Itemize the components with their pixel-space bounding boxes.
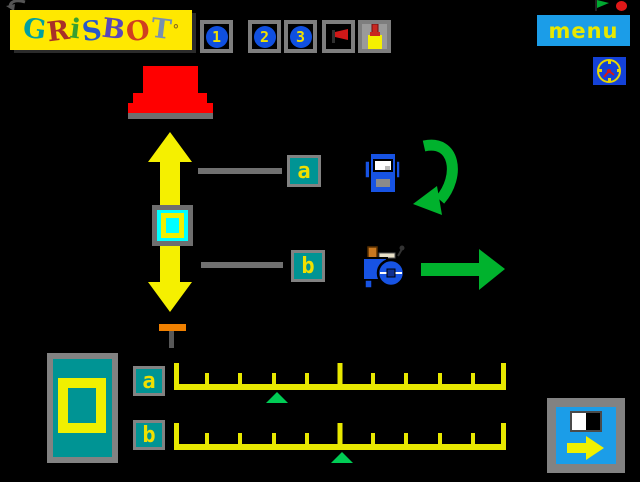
rotate-arrow-icon bbox=[413, 139, 458, 215]
black-square bbox=[586, 412, 600, 430]
program-slot-tile[interactable] bbox=[152, 205, 193, 246]
ruler-tick bbox=[174, 423, 179, 444]
row-a-tile[interactable]: a bbox=[133, 366, 165, 396]
ruler-a[interactable] bbox=[174, 362, 506, 406]
step-1-button[interactable]: 1 bbox=[200, 20, 233, 53]
red-flag-icon bbox=[331, 28, 348, 43]
green-flag-icon[interactable] bbox=[594, 0, 610, 11]
logo-letter: O bbox=[124, 14, 153, 48]
robot-side-icon bbox=[362, 245, 406, 289]
flag-button[interactable] bbox=[322, 20, 355, 53]
next-button[interactable] bbox=[547, 398, 625, 473]
ruler-tick bbox=[437, 433, 442, 444]
logo-mark: ° bbox=[172, 22, 180, 38]
logo-banner: GRiSBOT ° bbox=[10, 10, 192, 50]
row-b-tile[interactable]: b bbox=[133, 420, 165, 450]
ruler-tick bbox=[337, 363, 343, 384]
podium-step bbox=[128, 103, 213, 113]
step-2-button[interactable]: 2 bbox=[248, 20, 281, 53]
robot-front-icon bbox=[364, 152, 401, 194]
program-block-tile[interactable] bbox=[47, 353, 118, 463]
step-1-label: 1 bbox=[205, 25, 228, 48]
square-glyph bbox=[161, 213, 184, 238]
slider-pointer-a[interactable] bbox=[265, 392, 288, 403]
podium-block bbox=[143, 66, 198, 93]
logo-letter: T bbox=[148, 12, 174, 46]
ruler-tick bbox=[470, 373, 475, 384]
slot-a-label: a bbox=[297, 158, 311, 184]
ruler-baseline bbox=[174, 444, 506, 450]
slider-pointer-b[interactable] bbox=[330, 452, 353, 463]
podium-base bbox=[128, 113, 213, 119]
torch-button[interactable] bbox=[358, 20, 391, 53]
square-glyph bbox=[58, 378, 106, 433]
stop-icon[interactable] bbox=[616, 1, 627, 11]
ruler-tick bbox=[271, 433, 276, 444]
pin-icon bbox=[159, 324, 186, 331]
white-square bbox=[572, 412, 586, 430]
step-2-label: 2 bbox=[253, 25, 276, 48]
ruler-tick bbox=[501, 363, 506, 384]
ruler-baseline bbox=[174, 384, 506, 390]
menu-label: menu bbox=[548, 18, 619, 43]
clock-button[interactable] bbox=[593, 57, 626, 85]
yellow-arrow-icon bbox=[567, 435, 604, 460]
ruler-tick bbox=[501, 423, 506, 444]
ruler-tick bbox=[174, 363, 179, 384]
ruler-tick bbox=[371, 433, 376, 444]
podium-step bbox=[133, 93, 207, 103]
ruler-tick bbox=[371, 373, 376, 384]
swap-squares-icon bbox=[570, 410, 602, 432]
ruler-tick bbox=[238, 433, 243, 444]
slot-b-tile[interactable]: b bbox=[291, 250, 325, 282]
row-b-label: b bbox=[142, 422, 156, 448]
ruler-tick bbox=[337, 423, 343, 444]
ruler-tick bbox=[304, 433, 309, 444]
ruler-b[interactable] bbox=[174, 422, 506, 466]
ruler-tick bbox=[238, 373, 243, 384]
step-3-label: 3 bbox=[289, 25, 312, 48]
forward-arrow-icon bbox=[421, 249, 505, 290]
ruler-tick bbox=[205, 433, 210, 444]
ruler-tick bbox=[437, 373, 442, 384]
step-3-button[interactable]: 3 bbox=[284, 20, 317, 53]
connector-line-b bbox=[201, 262, 283, 268]
torch-icon bbox=[367, 24, 382, 49]
pin-stem bbox=[169, 331, 174, 348]
clock-icon bbox=[597, 59, 621, 83]
slot-a-tile[interactable]: a bbox=[287, 155, 321, 187]
row-a-label: a bbox=[142, 368, 156, 394]
undo-arrow-icon[interactable] bbox=[5, 0, 29, 11]
logo-letters: GRiSBOT bbox=[21, 12, 174, 48]
ruler-tick bbox=[470, 433, 475, 444]
ruler-tick bbox=[404, 373, 409, 384]
ruler-tick bbox=[304, 373, 309, 384]
ruler-tick bbox=[404, 433, 409, 444]
ruler-tick bbox=[271, 373, 276, 384]
slot-b-label: b bbox=[301, 253, 315, 279]
menu-button[interactable]: menu bbox=[537, 15, 630, 46]
ruler-tick bbox=[205, 373, 210, 384]
connector-line-a bbox=[198, 168, 282, 174]
